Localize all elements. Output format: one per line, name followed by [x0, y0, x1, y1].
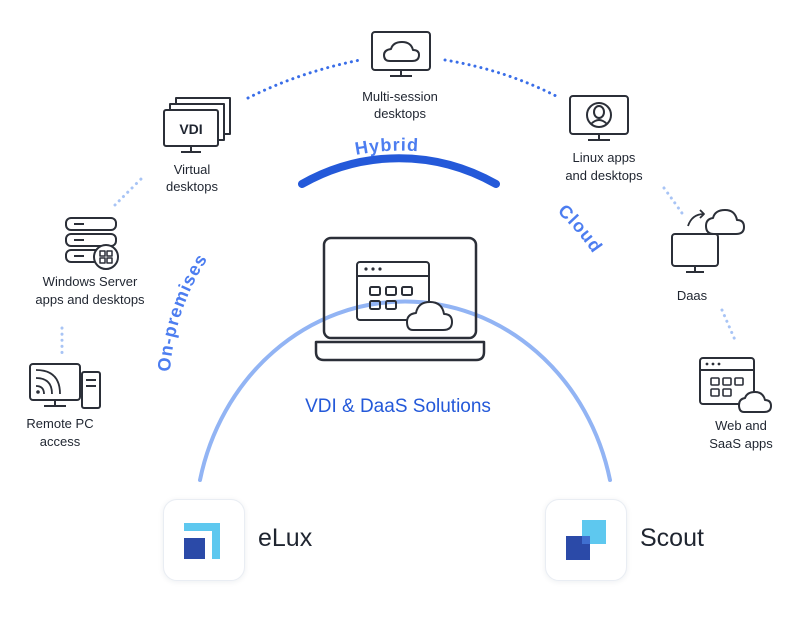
linux-monitor-icon: [569, 95, 629, 141]
multi-session-label-line-2: desktops: [374, 106, 427, 121]
vdi-monitor-icon: [163, 97, 231, 153]
elux-name: eLux: [258, 524, 313, 552]
daas-label: Daas: [677, 288, 708, 303]
cloud-label: Cloud: [554, 200, 606, 256]
scout-logo-icon: [566, 520, 606, 560]
outer-connectors: [60, 58, 737, 360]
laptop-icon: [314, 236, 486, 362]
center-title: VDI & DaaS Solutions: [305, 396, 491, 417]
windows-server-label-line-2: apps and desktops: [35, 292, 145, 307]
virtual-desktops-label-line-2: desktops: [166, 179, 219, 194]
remote-pc-label-line-1: Remote PC: [26, 416, 93, 431]
multi-session-label-line-1: Multi-session: [362, 89, 438, 104]
elux-logo-card: [163, 499, 245, 581]
multi-session-monitor-icon: [371, 31, 431, 77]
scout-logo-card: [545, 499, 627, 581]
remote-pc-label-line-2: access: [40, 434, 81, 449]
web-saas-label-line-1: Web and: [715, 418, 767, 433]
linux-label-line-1: Linux apps: [573, 150, 636, 165]
elux-logo-icon: [184, 523, 220, 559]
on-premises-label: On-premises: [154, 250, 211, 373]
remote-pc-icon: [29, 363, 101, 409]
vdi-icon-text: VDI: [179, 121, 202, 137]
web-saas-label-line-2: SaaS apps: [709, 436, 773, 451]
daas-icon: [671, 209, 745, 273]
windows-server-label-line-1: Windows Server: [43, 274, 138, 289]
platform-arc: [198, 299, 612, 482]
scout-name: Scout: [640, 524, 704, 552]
virtual-desktops-label-line-1: Virtual: [174, 162, 211, 177]
linux-label-line-2: and desktops: [565, 168, 643, 183]
web-saas-icon: [699, 357, 772, 413]
windows-server-icon: [65, 217, 119, 270]
hybrid-arc-segment: [298, 154, 500, 188]
